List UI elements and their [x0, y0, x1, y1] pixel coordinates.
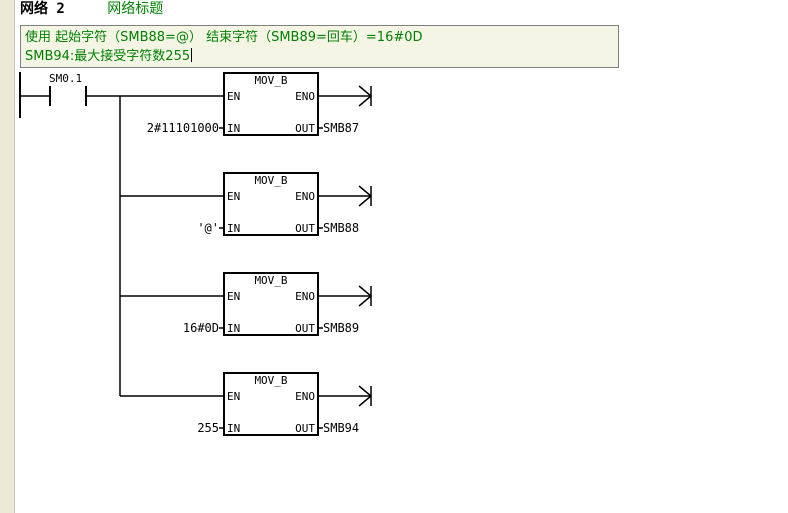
instruction-box[interactable] [223, 172, 319, 236]
mov-b-block[interactable]: MOV_B EN ENO IN OUT '@' SMB88 [120, 172, 373, 236]
mov-b-block[interactable]: MOV_B EN ENO IN OUT 2#11101000 SMB87 [120, 72, 373, 136]
instruction-name: MOV_B [254, 374, 287, 387]
in-operand[interactable]: 16#0D [183, 321, 219, 335]
instruction-name: MOV_B [254, 174, 287, 187]
out-pin-label: OUT [295, 222, 315, 235]
in-pin-label: IN [227, 422, 240, 435]
network-header[interactable]: 网络 2 网络标题 [20, 0, 164, 17]
contact-label: SM0.1 [49, 72, 82, 85]
comment-line-1: 使用 起始字符（SMB88=@） 结束字符（SMB89=回车）=16#0D [25, 30, 423, 45]
comment-line-2: SMB94:最大接受字符数255 [25, 47, 614, 66]
out-operand[interactable]: SMB94 [323, 421, 359, 435]
network-number: 网络 2 [20, 1, 65, 17]
in-operand[interactable]: 255 [197, 421, 219, 435]
in-pin-label: IN [227, 322, 240, 335]
in-operand[interactable]: 2#11101000 [147, 121, 219, 135]
en-pin-label: EN [227, 90, 240, 103]
mov-b-block[interactable]: MOV_B EN ENO IN OUT 16#0D SMB89 [120, 272, 373, 336]
eno-pin-label: ENO [295, 390, 315, 403]
eno-pin-label: ENO [295, 90, 315, 103]
out-pin-label: OUT [295, 422, 315, 435]
out-operand[interactable]: SMB87 [323, 121, 359, 135]
network-comment[interactable]: 使用 起始字符（SMB88=@） 结束字符（SMB89=回车）=16#0D SM… [20, 25, 619, 68]
instruction-box[interactable] [223, 372, 319, 436]
en-pin-label: EN [227, 190, 240, 203]
instruction-name: MOV_B [254, 274, 287, 287]
out-operand[interactable]: SMB88 [323, 221, 359, 235]
eno-pin-label: ENO [295, 290, 315, 303]
left-margin-rail [0, 0, 15, 513]
instruction-box[interactable] [223, 72, 319, 136]
mov-b-block[interactable]: MOV_B EN ENO IN OUT 255 SMB94 [120, 372, 373, 436]
instruction-box[interactable] [223, 272, 319, 336]
text-cursor [191, 48, 193, 62]
en-pin-label: EN [227, 390, 240, 403]
en-pin-label: EN [227, 290, 240, 303]
comment-line-2-text: SMB94:最大接受字符数255 [25, 49, 191, 64]
in-pin-label: IN [227, 122, 240, 135]
out-pin-label: OUT [295, 122, 315, 135]
out-pin-label: OUT [295, 322, 315, 335]
network-title[interactable]: 网络标题 [107, 1, 164, 17]
in-operand[interactable]: '@' [197, 221, 219, 235]
eno-pin-label: ENO [295, 190, 315, 203]
contact-sm0-1[interactable]: SM0.1 [20, 72, 120, 106]
out-operand[interactable]: SMB89 [323, 321, 359, 335]
instruction-name: MOV_B [254, 74, 287, 87]
in-pin-label: IN [227, 222, 240, 235]
